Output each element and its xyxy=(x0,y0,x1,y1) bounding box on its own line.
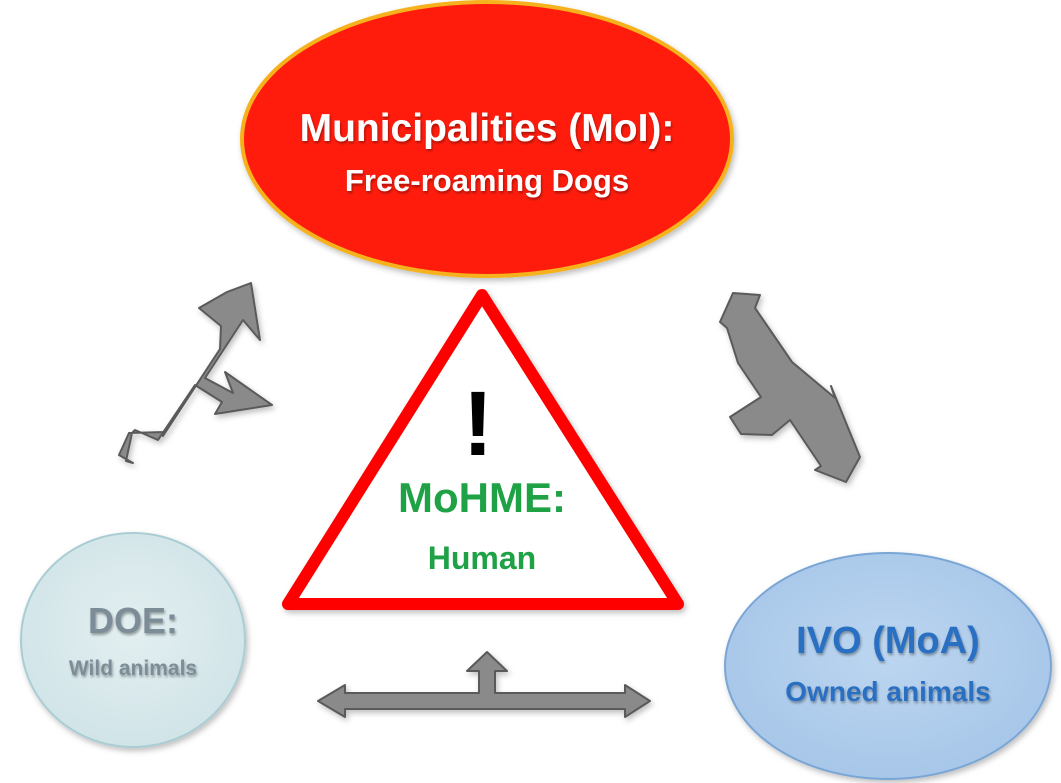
doe-subtitle: Wild animals xyxy=(69,657,197,680)
municipalities-node xyxy=(240,0,734,278)
ivo-subtitle: Owned animals xyxy=(785,676,990,707)
arrow-municipalities-ivo xyxy=(719,292,861,483)
doe-node xyxy=(20,532,246,748)
mohme-subtitle: Human xyxy=(428,540,536,576)
doe-circle xyxy=(20,532,246,748)
mohme-node xyxy=(282,289,684,610)
municipalities-subtitle: Free-roaming Dogs xyxy=(345,163,629,198)
exclamation-icon: ! xyxy=(463,373,494,475)
ivo-ellipse xyxy=(724,552,1052,780)
arrow-doe-ivo xyxy=(317,651,651,718)
doe-title: DOE: xyxy=(88,600,178,641)
arrow-municipalities-doe xyxy=(118,282,273,464)
ivo-node xyxy=(724,552,1052,780)
mohme-title: MoHME: xyxy=(398,474,566,521)
municipalities-ellipse xyxy=(240,0,734,278)
warning-triangle xyxy=(282,289,684,610)
municipalities-title: Municipalities (MoI): xyxy=(300,107,675,150)
ivo-title: IVO (MoA) xyxy=(796,620,980,662)
